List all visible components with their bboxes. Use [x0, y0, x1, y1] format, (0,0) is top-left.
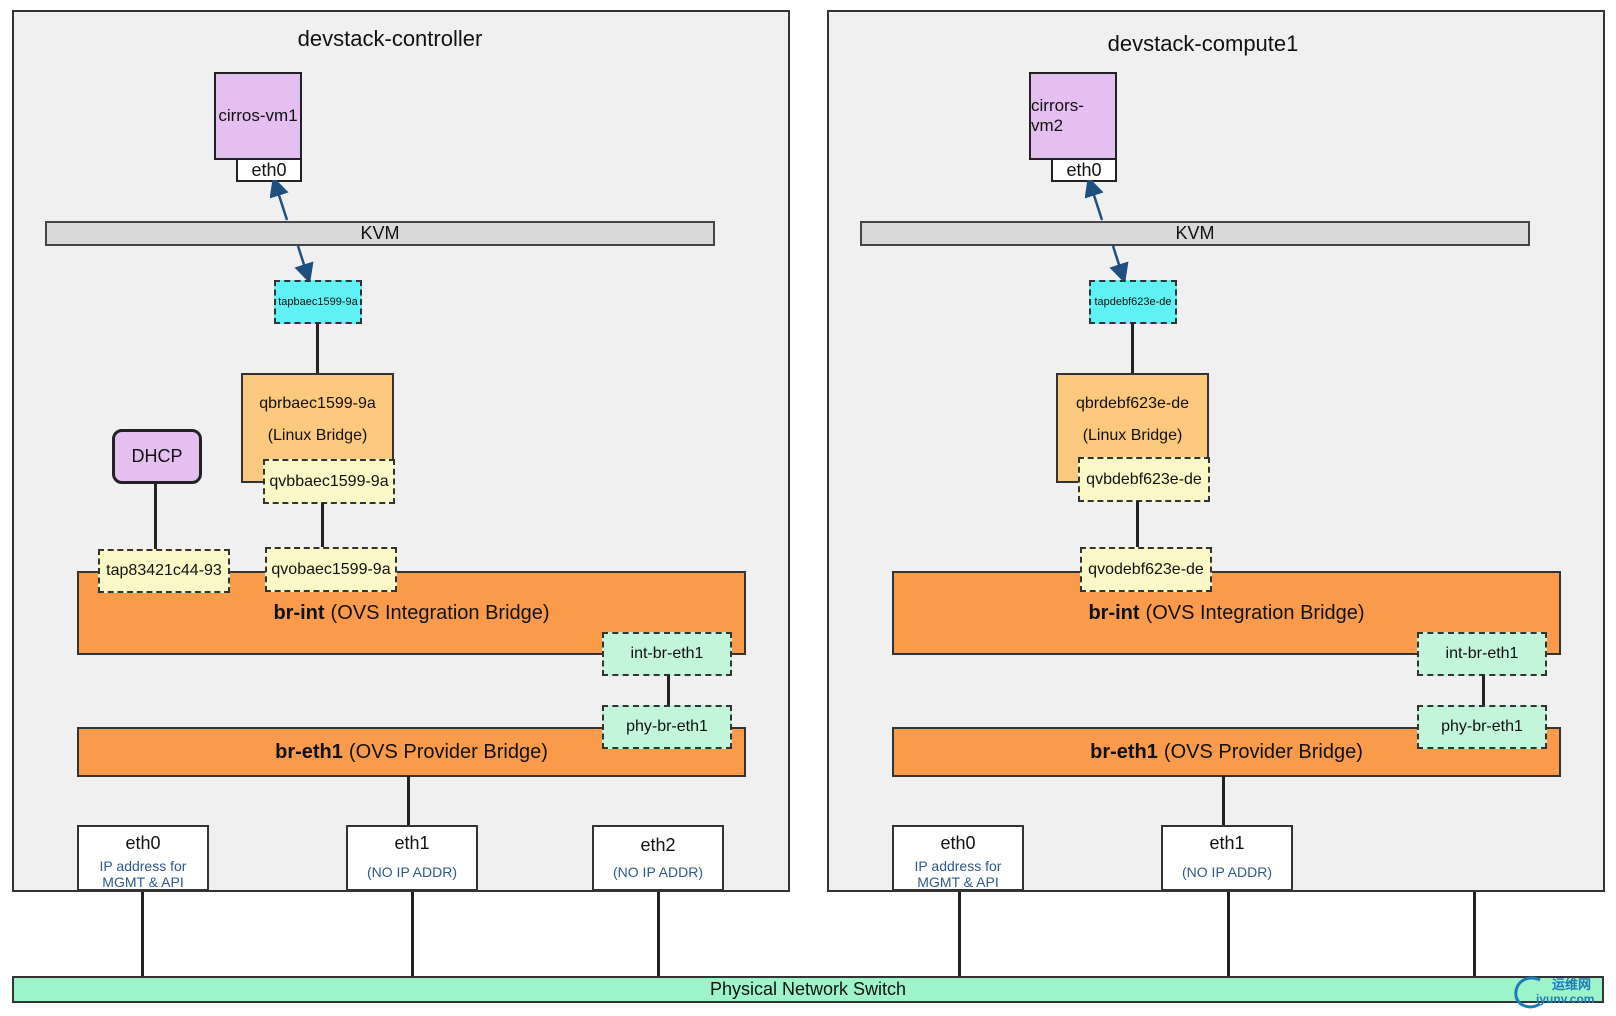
- compute-vm: cirrors-vm2: [1029, 72, 1117, 160]
- watermark-logo: 运维网 iyunv.com: [1510, 972, 1610, 1014]
- controller-nic-eth2: eth2 (NO IP ADDR): [592, 825, 724, 891]
- link-comp-tap-qbr: [1131, 323, 1134, 375]
- controller-phy-br-eth1: phy-br-eth1: [602, 705, 732, 749]
- controller-linux-bridge-name: qbrbaec1599-9a: [259, 395, 376, 412]
- link-ctrl-tap-qbr: [316, 323, 319, 375]
- watermark-line1: 运维网: [1552, 977, 1592, 992]
- link-ctrl-int-phy: [667, 675, 670, 707]
- controller-dhcp-tap: tap83421c44-93: [98, 549, 230, 593]
- compute-vm-label: cirrors-vm2: [1031, 96, 1084, 135]
- compute-qvo: qvodebf623e-de: [1080, 547, 1212, 592]
- controller-title: devstack-controller: [297, 26, 483, 51]
- compute-nic-eth0: eth0 IP address for MGMT & API: [892, 825, 1024, 891]
- compute-qvb: qvbdebf623e-de: [1078, 457, 1210, 502]
- compute-nic-eth1-desc: (NO IP ADDR): [1182, 864, 1272, 880]
- compute-tap: tapdebf623e-de: [1089, 280, 1177, 324]
- compute-title: devstack-compute1: [1107, 31, 1299, 56]
- physical-network-switch: Physical Network Switch: [12, 976, 1604, 1003]
- controller-tap: tapbaec1599-9a: [274, 280, 362, 324]
- controller-br-int-desc: (OVS Integration Bridge): [330, 601, 550, 624]
- controller-vm: cirros-vm1: [214, 72, 302, 160]
- link-comp-breth1-eth1: [1222, 776, 1225, 826]
- compute-vm-eth: eth0: [1051, 158, 1117, 182]
- compute-nic-eth1-name: eth1: [1209, 833, 1245, 853]
- controller-nic-eth2-name: eth2: [640, 835, 676, 855]
- link-ctrl-eth0-switch: [141, 890, 144, 978]
- link-dhcp-tap: [154, 484, 157, 550]
- compute-br-eth1-desc: (OVS Provider Bridge): [1163, 740, 1363, 763]
- controller-qvb: qvbbaec1599-9a: [263, 459, 395, 504]
- controller-nic-eth0-desc: IP address for MGMT & API: [99, 858, 187, 890]
- compute-nic-eth0-desc: IP address for MGMT & API: [914, 858, 1002, 890]
- controller-br-eth1-name: br-eth1: [275, 740, 343, 763]
- compute-int-br-eth1: int-br-eth1: [1417, 632, 1547, 676]
- controller-br-int-name: br-int: [273, 601, 325, 624]
- controller-nic-eth0-name: eth0: [125, 833, 161, 853]
- compute-br-eth1-name: br-eth1: [1090, 740, 1158, 763]
- compute-phy-br-eth1: phy-br-eth1: [1417, 705, 1547, 749]
- link-comp-eth0-switch: [958, 890, 961, 978]
- link-comp-int-phy: [1482, 675, 1485, 707]
- link-comp-qvb-qvo: [1136, 501, 1139, 549]
- controller-int-br-eth1: int-br-eth1: [602, 632, 732, 676]
- link-ctrl-qvb-qvo: [321, 503, 324, 549]
- controller-nic-eth1-name: eth1: [394, 833, 430, 853]
- compute-nic-eth0-name: eth0: [940, 833, 976, 853]
- compute-br-int-name: br-int: [1088, 601, 1140, 624]
- compute-br-int-desc: (OVS Integration Bridge): [1145, 601, 1365, 624]
- compute-kvm-arrows: [1085, 180, 1129, 280]
- link-comp-eth1-switch: [1227, 890, 1230, 978]
- controller-nic-eth1: eth1 (NO IP ADDR): [346, 825, 478, 891]
- compute-kvm-bar: KVM: [860, 221, 1530, 246]
- controller-qvo: qvobaec1599-9a: [265, 547, 397, 592]
- link-ctrl-breth1-eth1: [407, 776, 410, 826]
- link-comp-extra-switch: [1473, 890, 1476, 978]
- link-ctrl-eth2-switch: [657, 890, 660, 978]
- compute-linux-bridge-type: (Linux Bridge): [1082, 427, 1183, 444]
- compute-br-eth1: br-eth1 (OVS Provider Bridge): [892, 727, 1561, 777]
- controller-nic-eth1-desc: (NO IP ADDR): [367, 864, 457, 880]
- dhcp-server: DHCP: [112, 429, 202, 484]
- watermark-line2: iyunv.com: [1536, 992, 1595, 1006]
- controller-br-eth1-desc: (OVS Provider Bridge): [348, 740, 548, 763]
- controller-vm-eth: eth0: [236, 158, 302, 182]
- link-ctrl-eth1-switch: [411, 890, 414, 978]
- controller-nic-eth0: eth0 IP address for MGMT & API: [77, 825, 209, 891]
- controller-kvm-arrows: [270, 180, 314, 280]
- compute-linux-bridge-name: qbrdebf623e-de: [1076, 395, 1189, 412]
- controller-nic-eth2-desc: (NO IP ADDR): [613, 864, 703, 880]
- watermark-swirl-icon: [1514, 976, 1541, 1009]
- compute-nic-eth1: eth1 (NO IP ADDR): [1161, 825, 1293, 891]
- controller-linux-bridge-type: (Linux Bridge): [267, 427, 368, 444]
- controller-kvm-bar: KVM: [45, 221, 715, 246]
- controller-vm-label: cirros-vm1: [218, 106, 298, 125]
